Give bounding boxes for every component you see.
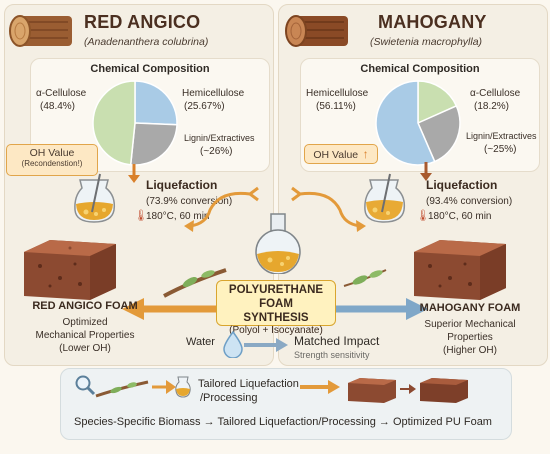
leaf-icon [343, 269, 387, 287]
left-pie-chart [92, 80, 178, 166]
left-liq-conv: (73.9% conversion) [146, 196, 233, 207]
arrow-up-icon: ↑ [362, 147, 369, 161]
arrow-left-icon [122, 298, 220, 320]
beaker-icon [175, 376, 191, 398]
left-cellulose-value: (48.4%) [40, 101, 76, 112]
left-cellulose-label: α-Cellulose [36, 88, 87, 99]
right-foam-desc-2: Properties [447, 332, 493, 343]
right-liq-conv: (93.4% conversion) [426, 196, 513, 207]
left-title: RED ANGICO [84, 12, 201, 32]
branch-icon [95, 380, 149, 398]
synthesis-box: POLYURETHANE FOAM SYNTHESIS (Polyol + Is… [216, 280, 336, 336]
right-liq-cond: 180°C, 60 min [428, 211, 492, 222]
left-oh-box: OH Value (Recondenstion!) [6, 144, 98, 176]
left-lignin-value: (~26%) [200, 146, 233, 157]
arrow-right-icon [300, 380, 340, 394]
arrow-down-icon [128, 164, 140, 183]
pie-slice-cellulose [417, 80, 458, 125]
synthesis-title-2: SYNTHESIS [243, 312, 309, 324]
flask-icon [255, 213, 301, 274]
foam-block-small-right [420, 378, 468, 403]
right-liq-title: Liquefaction [426, 178, 498, 192]
arrow-right-icon [152, 380, 176, 394]
right-oh-label: OH Value [313, 149, 359, 161]
right-foam-title: MAHOGANY FOAM [419, 302, 521, 314]
left-chem-title: Chemical Composition [90, 63, 210, 75]
left-oh-label: OH Value [29, 147, 75, 159]
pie-slice-lignin [129, 122, 178, 166]
synthesis-subtitle: (Polyol + Isocyanate) [229, 325, 323, 336]
tailored-label-1: Tailored Liquefaction [198, 378, 299, 390]
process-arrows [184, 186, 366, 232]
tailored-label-2: /Processing [200, 392, 258, 404]
right-cellulose-label: α-Cellulose [470, 88, 521, 99]
right-lignin-label: Lignin/Extractives [466, 131, 537, 141]
left-liq-title: Liquefaction [146, 178, 218, 192]
right-pie-chart [375, 80, 461, 166]
right-lignin-value: (~25%) [484, 144, 517, 155]
arrow-right-icon [400, 384, 416, 394]
synthesis-title-1: POLYURETHANE FOAM [228, 284, 324, 310]
log-icon-right [285, 15, 348, 47]
foam-block-small-left [348, 378, 396, 403]
left-foam-desc-2: Mechanical Properties [35, 330, 135, 341]
thermometer-icon: 🌡 [416, 210, 430, 222]
left-foam-title: RED ANGICO FOAM [32, 300, 138, 312]
left-foam-desc-3: (Lower OH) [59, 343, 111, 354]
left-hemicellulose-value: (25.67%) [184, 101, 225, 112]
right-cellulose-value: (18.2%) [474, 101, 510, 112]
left-foam-desc-1: Optimized [62, 317, 108, 328]
right-title: MAHOGANY [378, 12, 487, 32]
pie-slice-hemicellulose [134, 80, 178, 126]
beaker-icon-right [364, 173, 406, 223]
pie-slice-hemicellulose [375, 80, 436, 166]
foam-block-left [24, 240, 116, 300]
right-oh-box: OH Value ↑ [304, 144, 378, 164]
log-icon-left [9, 15, 72, 47]
water-drop-icon [223, 330, 243, 358]
magnifier-icon [75, 375, 96, 396]
pie-slice-cellulose [92, 80, 136, 166]
pie-slice-lignin [417, 104, 461, 163]
right-chem-title: Chemical Composition [360, 63, 480, 75]
right-hemicellulose-label: Hemicellulose [306, 88, 369, 99]
strength-label: Strength sensitivity [294, 350, 370, 360]
left-species: (Anadenanthera colubrina) [84, 36, 209, 48]
left-liq-cond: 180°C, 60 min [146, 211, 210, 222]
thermometer-icon: 🌡 [134, 210, 148, 222]
beaker-icon-left [74, 173, 116, 223]
foam-block-right [414, 240, 506, 300]
arrow-right-icon [244, 338, 288, 352]
right-foam-desc-3: (Higher OH) [443, 345, 497, 356]
water-label: Water [186, 336, 215, 348]
left-oh-note: (Recondenstion!) [21, 159, 83, 168]
matched-impact-label: Matched Impact [294, 334, 380, 348]
left-lignin-label: Lignin/Extractives [184, 133, 255, 143]
bottom-summary: Species-Specific Biomass → Tailored Liqu… [74, 416, 492, 428]
right-foam-desc-1: Superior Mechanical [424, 319, 516, 330]
arrow-down-icon [420, 162, 432, 181]
arrow-right-icon [330, 298, 428, 320]
branch-icon [163, 268, 227, 298]
left-hemicellulose-label: Hemicellulose [182, 88, 245, 99]
right-species: (Swietenia macrophylla) [370, 36, 483, 48]
right-hemicellulose-value: (56.11%) [316, 101, 356, 112]
